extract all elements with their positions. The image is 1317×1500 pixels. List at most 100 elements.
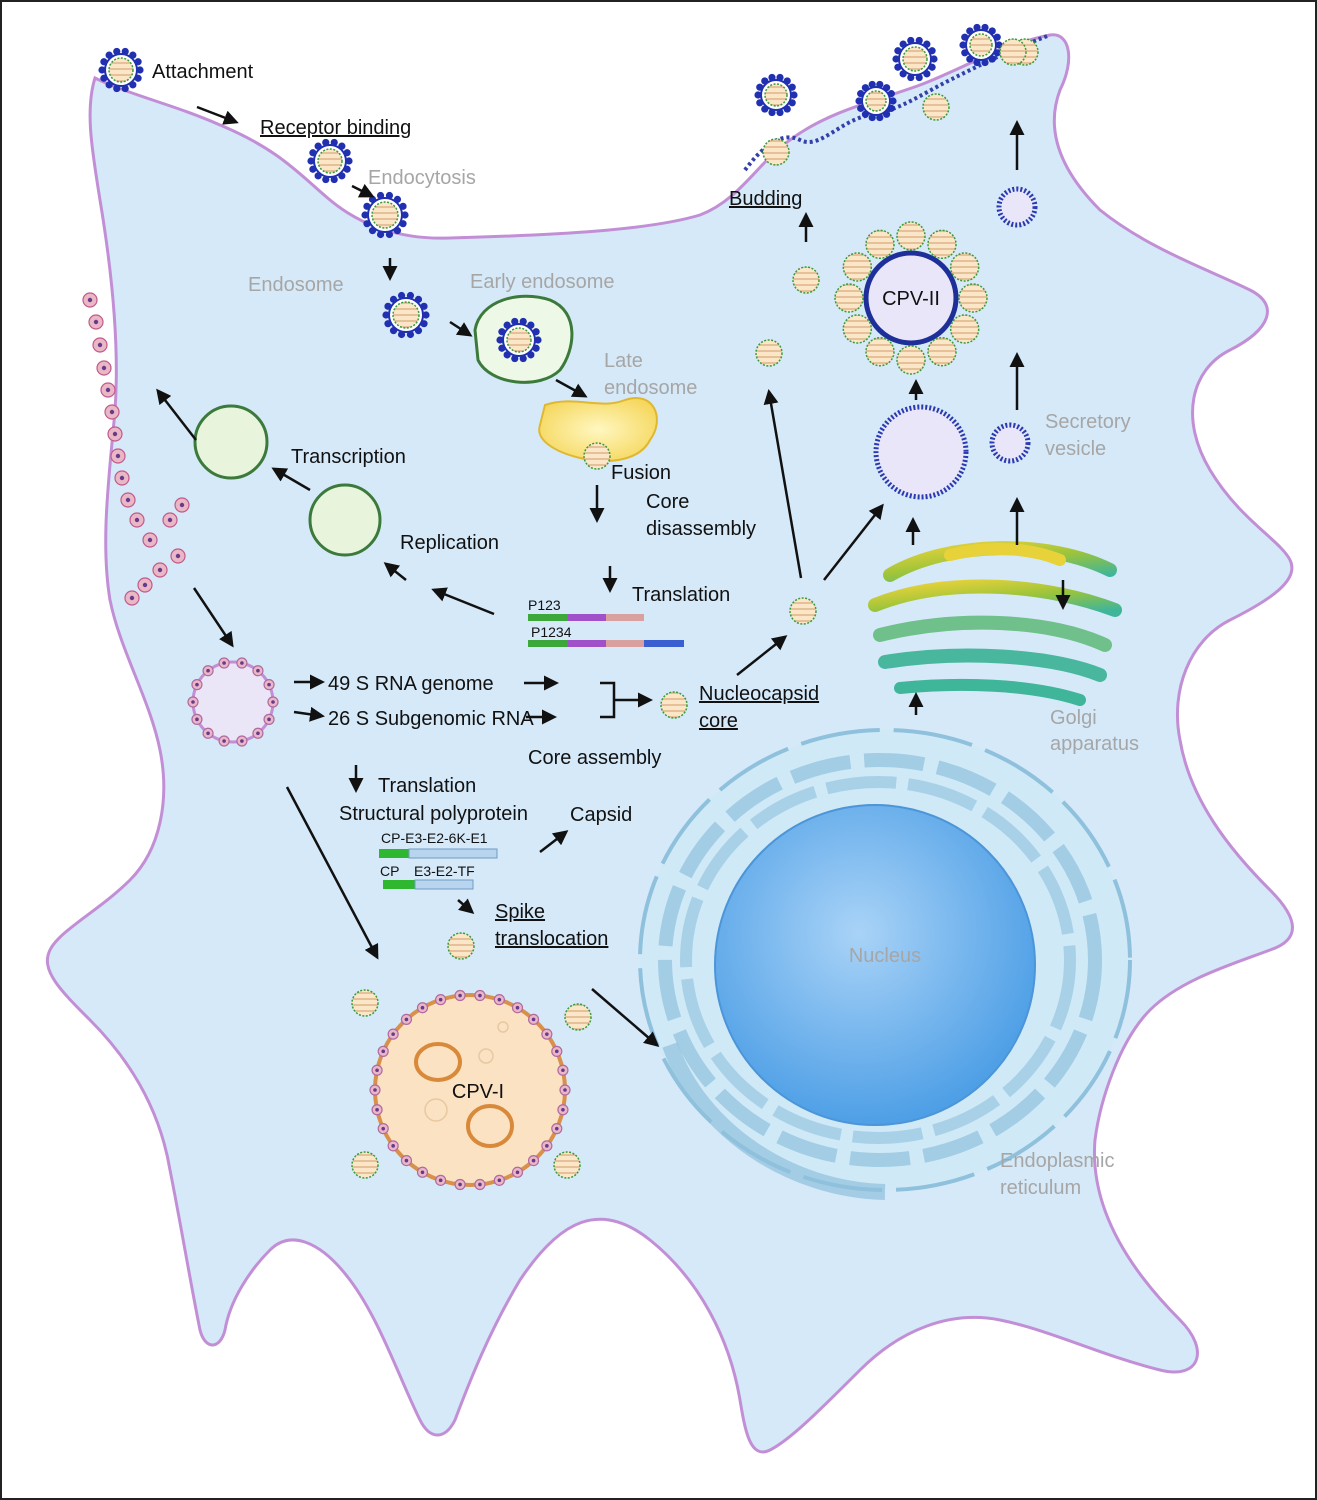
cpv-i-membranes — [414, 1021, 514, 1148]
label-poly-b-cp: CP — [380, 863, 399, 879]
label-replication: Replication — [400, 532, 499, 554]
glycoprotein-vesicle — [873, 404, 969, 500]
transcription-spherule — [193, 404, 269, 480]
arrows — [156, 105, 1071, 1047]
label-core-disassembly-2: disassembly — [646, 518, 756, 540]
nucleus — [714, 804, 1036, 1126]
virion — [98, 47, 144, 93]
cpv-ii-core — [865, 229, 895, 260]
p1234-label: P1234 — [531, 624, 572, 640]
label-nucleocapsid-2: core — [699, 710, 738, 732]
arrow — [271, 467, 311, 492]
label-late-endosome-1: Late — [604, 350, 643, 372]
nucleus-label: Nucleus — [849, 945, 921, 967]
nucleocapsid-core — [660, 691, 688, 719]
label-golgi-1: Golgi — [1050, 707, 1097, 729]
nucleocapsid-core — [789, 597, 817, 625]
label-late-endosome-2: endosome — [604, 377, 697, 399]
label-translation-top: Translation — [632, 584, 730, 606]
p123-label: P123 — [528, 597, 561, 613]
cpv-ii-core — [927, 336, 957, 367]
label-49s-rna: 49 S RNA genome — [328, 673, 494, 695]
cpv-i-spikes — [369, 989, 571, 1191]
virion — [959, 23, 1003, 67]
arrow — [555, 378, 588, 398]
nucleocapsid-core — [447, 932, 475, 960]
nonstructural-polyproteins — [528, 614, 684, 647]
label-attachment: Attachment — [152, 61, 254, 83]
cpv-ii-core — [865, 336, 895, 367]
cpv-ii-label: CPV-II — [882, 288, 940, 310]
label-fusion: Fusion — [611, 462, 671, 484]
nucleocapsid-core — [351, 989, 379, 1017]
virions — [98, 23, 1003, 363]
virion — [892, 36, 938, 82]
label-spike-1: Spike — [495, 901, 545, 923]
virion-core — [969, 33, 993, 57]
nucleocapsid-core — [922, 93, 950, 121]
vesicle-spikes — [187, 657, 279, 747]
nucleocapsid-core — [564, 1003, 592, 1031]
arrow — [539, 830, 569, 853]
label-early-endosome: Early endosome — [470, 271, 615, 293]
label-capsid: Capsid — [570, 804, 632, 826]
merge-bracket — [600, 681, 650, 719]
label-budding: Budding — [729, 188, 802, 210]
label-poly-b-rest: E3-E2-TF — [414, 863, 475, 879]
arrow — [449, 320, 473, 337]
label-spike-2: translocation — [495, 928, 608, 950]
arrow — [156, 388, 197, 441]
virion-core — [392, 301, 420, 329]
cpv-ii-core — [842, 252, 873, 282]
virion-core — [865, 90, 887, 112]
virion-core — [506, 327, 532, 353]
label-nucleocapsid-1: Nucleocapsid — [699, 683, 819, 705]
arrow — [457, 898, 475, 914]
label-core-assembly: Core assembly — [528, 747, 661, 769]
arrow — [351, 183, 375, 198]
arrow — [293, 706, 325, 722]
arrow — [285, 786, 379, 960]
cpv-ii-core — [949, 314, 980, 344]
virion-core — [317, 148, 343, 174]
label-core-disassembly-1: Core — [646, 491, 689, 513]
label-er-1: Endoplasmic — [1000, 1150, 1115, 1172]
cpv-ii-core — [949, 252, 980, 282]
cpv-ii-core — [842, 314, 873, 344]
nucleocapsid-core — [999, 38, 1027, 66]
secretory-vesicle-top — [996, 186, 1038, 228]
cpv-ii-core — [834, 283, 864, 313]
label-secretory-2: vesicle — [1045, 438, 1106, 460]
secretory-vesicle — [989, 422, 1031, 464]
virion-core — [764, 83, 788, 107]
nucleocapsid-core — [583, 442, 611, 470]
nucleocapsid-core — [792, 266, 820, 294]
arrow — [431, 587, 495, 616]
cpv-ii-core — [896, 221, 926, 251]
arrow — [192, 587, 234, 648]
cpv-i-label: CPV-I — [452, 1081, 504, 1103]
label-secretory-1: Secretory — [1045, 411, 1131, 433]
label-er-2: reticulum — [1000, 1177, 1081, 1199]
virion — [382, 291, 430, 339]
nucleocapsid-core — [351, 1151, 379, 1179]
structural-polyproteins — [379, 848, 498, 890]
virion-core — [108, 57, 134, 83]
arrow — [591, 988, 660, 1047]
arrow — [383, 562, 407, 581]
golgi-apparatus — [868, 541, 1122, 706]
virion — [855, 80, 897, 122]
virion — [496, 317, 542, 363]
virion-core — [902, 46, 928, 72]
plasma-membrane-spherules — [82, 292, 190, 606]
label-endosome: Endosome — [248, 274, 344, 296]
label-endocytosis: Endocytosis — [368, 167, 476, 189]
label-poly-a: CP-E3-E2-6K-E1 — [381, 830, 488, 846]
label-receptor-binding: Receptor binding — [260, 117, 411, 139]
arrow — [196, 105, 239, 125]
nucleocapsid-core — [755, 339, 783, 367]
nucleocapsid-core — [762, 138, 790, 166]
label-golgi-2: apparatus — [1050, 733, 1139, 755]
late-endosome — [538, 397, 658, 462]
